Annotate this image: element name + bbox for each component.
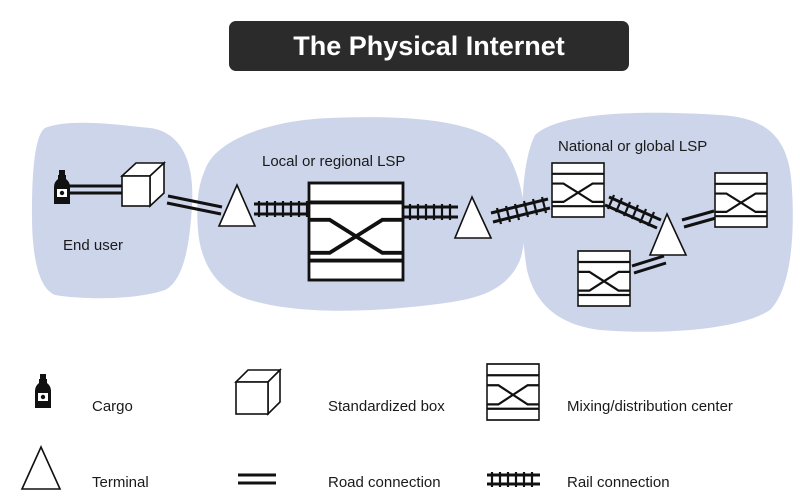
road-connection-box-terminal [166, 194, 223, 216]
road-connection-terminal-national-center-b [631, 254, 667, 275]
standardized-box-node [119, 161, 167, 208]
national-mixing-center-a-node [550, 161, 606, 219]
rail-connection-terminal-local-center [254, 201, 312, 217]
legend-standardized-box-icon [234, 368, 282, 416]
legend-mixing-center-label: Mixing/distribution center [567, 398, 733, 415]
road-connection-cargo-box [68, 184, 124, 195]
end-user-label: End user [63, 237, 123, 254]
national-lsp-label: National or global LSP [558, 138, 707, 155]
legend-cargo-label: Cargo [92, 398, 133, 415]
rail-connection-local-center-terminal [404, 204, 458, 220]
legend-road-label: Road connection [328, 474, 441, 491]
legend-standardized-box-label: Standardized box [328, 398, 445, 415]
national-mixing-center-b-node [576, 249, 632, 308]
rail-connection-terminal-national-center-a [490, 196, 551, 225]
legend-cargo-icon [35, 374, 51, 408]
legend-terminal-label: Terminal [92, 474, 149, 491]
diagram-title: The Physical Internet [229, 21, 629, 71]
legend-mixing-center-icon [485, 362, 541, 422]
cargo-node [54, 170, 70, 204]
legend: Cargo Standardized box Mixing/distributi… [20, 362, 733, 491]
terminal-node-3 [648, 212, 688, 256]
terminal-node-2 [453, 195, 493, 239]
national-mixing-center-c-node [713, 171, 769, 229]
legend-road-icon [238, 473, 276, 485]
road-connection-terminal-national-center-c [681, 209, 717, 229]
legend-rail-icon [487, 472, 540, 487]
rail-connection-national-center-a-terminal [604, 194, 662, 230]
legend-rail-label: Rail connection [567, 474, 670, 491]
local-mixing-center-node [307, 181, 405, 282]
end-user-zone [32, 122, 193, 299]
legend-terminal-icon [20, 445, 62, 490]
local-lsp-label: Local or regional LSP [262, 153, 405, 170]
terminal-node-1 [217, 183, 257, 227]
